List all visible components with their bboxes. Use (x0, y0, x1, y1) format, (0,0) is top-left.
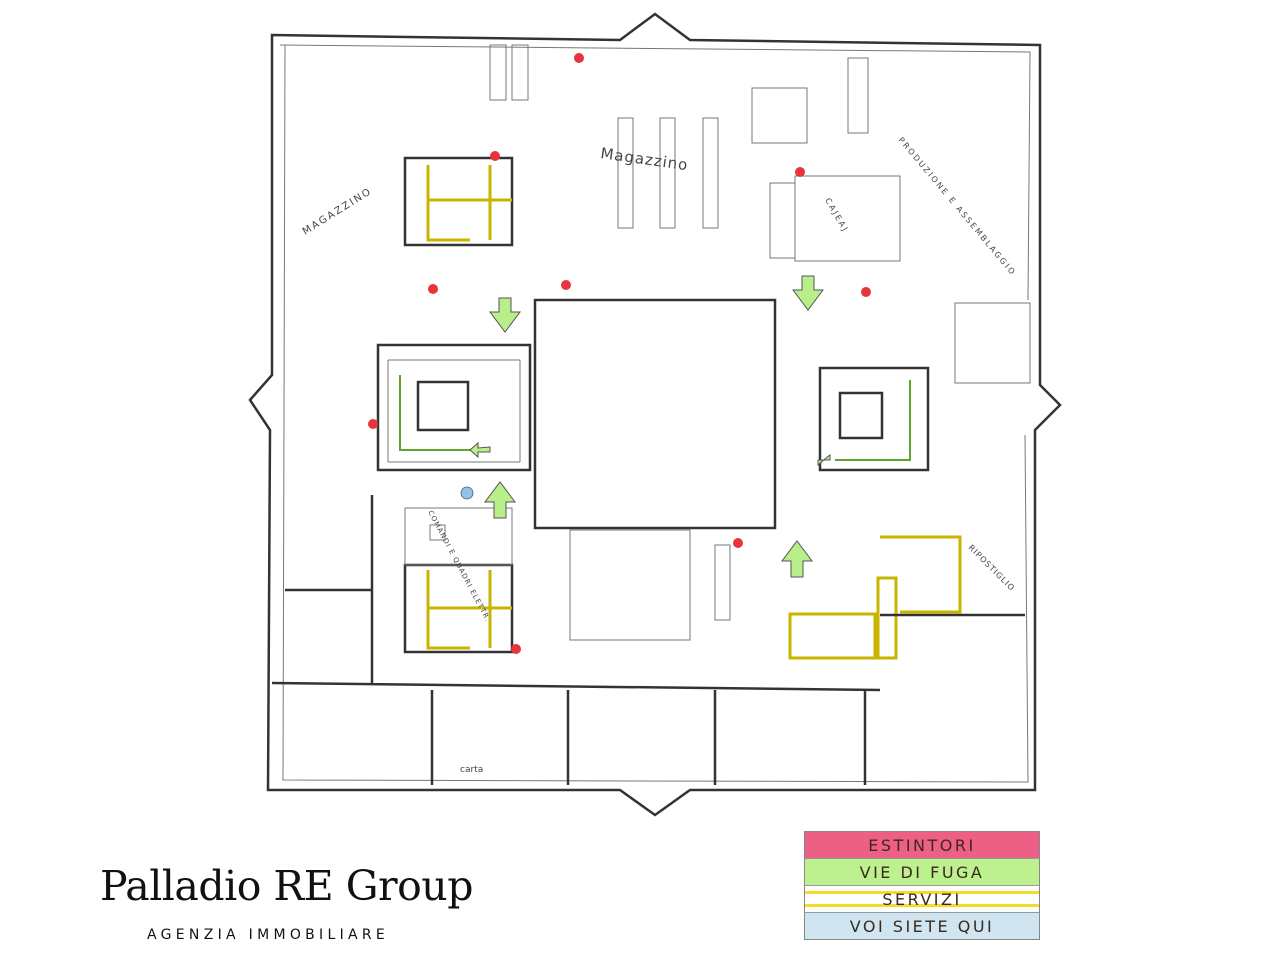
legend-item-servizi: SERVIZI (805, 886, 1039, 913)
label-carta: carta (460, 765, 483, 775)
label-ripostiglio: RIPOSTIGLIO (967, 543, 1017, 593)
legend-item-estintori: ESTINTORI (805, 832, 1039, 859)
label-produzione: PRODUZIONE E ASSEMBLAGGIO (896, 136, 1017, 278)
toilets-top (403, 156, 514, 247)
label-magazzino-left: MAGAZZINO (301, 186, 375, 238)
escape-arrow-icon (781, 540, 813, 578)
extinguisher-icon (490, 151, 500, 161)
toilets-right (788, 535, 962, 660)
bottom-partitions (271, 495, 1025, 785)
escape-arrow-icon (484, 481, 516, 519)
stairs-right (818, 366, 930, 472)
legend-item-voi-siete-qui: VOI SIETE QUI (805, 913, 1039, 939)
escape-arrow-icon (792, 275, 824, 311)
you-are-here-icon (460, 486, 474, 500)
extinguisher-icon (368, 419, 378, 429)
furniture (404, 44, 1031, 641)
label-magazzino-center: Magazzino (599, 144, 689, 174)
label-cajeaj: CAJEAJ (823, 197, 850, 235)
extinguisher-icon (561, 280, 571, 290)
central-block (533, 298, 777, 530)
stairs-left (376, 343, 532, 472)
escape-arrow-icon (469, 441, 491, 459)
extinguisher-icon (795, 167, 805, 177)
extinguisher-icon (574, 53, 584, 63)
brand-tagline: AGENZIA IMMOBILIARE (147, 927, 390, 943)
outer-wall (248, 12, 1062, 817)
extinguisher-icon (733, 538, 743, 548)
escape-arrow-icon (817, 454, 831, 467)
legend: ESTINTORI VIE DI FUGA SERVIZI VOI SIETE … (804, 831, 1040, 940)
escape-arrow-icon (489, 297, 521, 333)
extinguisher-icon (861, 287, 871, 297)
extinguisher-icon (511, 644, 521, 654)
extinguisher-icon (428, 284, 438, 294)
toilets-bottom-left (403, 563, 514, 654)
brand-name: Palladio RE Group (100, 862, 473, 910)
inner-wall (279, 44, 1031, 783)
legend-item-vie-di-fuga: VIE DI FUGA (805, 859, 1039, 886)
